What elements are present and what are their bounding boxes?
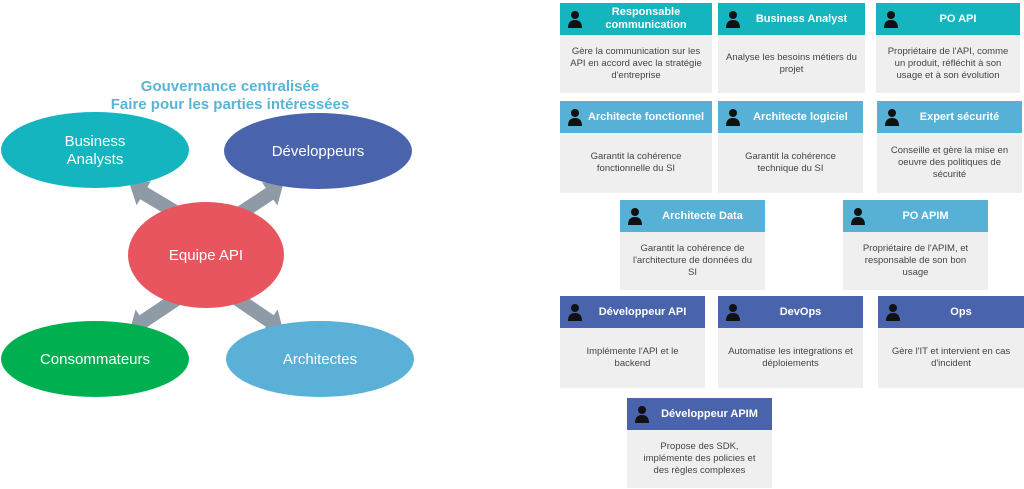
role-card-header: Développeur APIM <box>627 398 772 430</box>
role-card-header: Ops <box>878 296 1024 328</box>
person-icon <box>568 108 582 126</box>
person-icon <box>568 10 582 28</box>
role-card-header: Architecte Data <box>620 200 765 232</box>
role-card-header: PO APIM <box>843 200 988 232</box>
node-architectes-label: Architectes <box>283 351 357 368</box>
person-icon <box>886 303 900 321</box>
role-card-po-apim: PO APIM Propriétaire de l'APIM, et respon… <box>843 200 988 290</box>
role-title: Responsable communication <box>605 6 687 31</box>
role-title: Développeur APIM <box>661 407 758 420</box>
arrow-consommateurs <box>130 292 182 333</box>
role-description: Garantit la cohérence fonctionnelle du S… <box>590 151 682 174</box>
role-card-developpeur-api: Développeur API Implémente l'API et le ba… <box>560 296 705 388</box>
role-card-header: Expert sécurité <box>877 101 1022 133</box>
node-consommateurs: Consommateurs <box>1 321 189 397</box>
title-line-1: Gouvernance centralisée <box>140 78 320 95</box>
role-title: Architecte logiciel <box>753 110 848 123</box>
node-equipe-api-shape <box>128 202 284 308</box>
role-card-po-api: PO API Propriétaire de l'API, comme un pr… <box>876 3 1020 93</box>
role-title: PO APIM <box>902 209 949 222</box>
role-card-header: Développeur API <box>560 296 705 328</box>
person-icon <box>851 207 865 225</box>
role-card-header: Architecte fonctionnel <box>560 101 712 133</box>
person-icon <box>568 303 582 321</box>
node-equipe-api-label: Equipe API <box>169 247 243 264</box>
person-icon <box>885 108 899 126</box>
role-title: Expert sécurité <box>919 110 1000 123</box>
role-title: Développeur API <box>598 305 687 318</box>
role-description: Garantit la cohérence de l'architecture … <box>632 243 753 278</box>
node-architectes-shape <box>226 321 414 397</box>
node-developpeurs-shape <box>224 113 412 189</box>
role-description: Gère l'IT et intervient en cas d'inciden… <box>891 346 1011 369</box>
role-card-header: Architecte logiciel <box>718 101 863 133</box>
node-business-analysts-label: Business <box>65 133 126 150</box>
person-icon <box>635 405 649 423</box>
role-description: Gère la communication sur les API en acc… <box>570 46 702 81</box>
role-title: Architecte Data <box>662 209 743 222</box>
node-developpeurs: Développeurs <box>224 113 412 189</box>
role-description: Propose des SDK, implémente des policies… <box>643 441 756 476</box>
node-equipe-api: Equipe API <box>128 202 284 308</box>
role-description: Propriétaire de l'APIM, et responsable d… <box>862 243 969 278</box>
role-description: Propriétaire de l'API, comme un produit,… <box>887 46 1009 81</box>
node-consommateurs-label: Consommateurs <box>40 351 150 368</box>
role-description: Garantit la cohérence technique du SI <box>745 151 836 174</box>
arrow-architectes <box>232 292 283 333</box>
title-line-2: Faire pour les parties intéressées <box>110 96 350 113</box>
role-title: Business Analyst <box>755 12 848 25</box>
role-title: Architecte fonctionnel <box>587 110 705 123</box>
person-icon <box>726 10 740 28</box>
role-title: DevOps <box>779 305 822 318</box>
person-icon <box>726 303 740 321</box>
role-card-header: Business Analyst <box>718 3 865 35</box>
role-description: Conseille et gère la mise en oeuvre des … <box>890 145 1009 180</box>
person-icon <box>884 10 898 28</box>
node-consommateurs-shape <box>1 321 189 397</box>
role-card-header: Responsable communication <box>560 3 712 35</box>
role-description: Analyse les besoins métiers du projet <box>726 52 857 75</box>
role-description: Implémente l'API et le backend <box>586 346 679 369</box>
node-business-analysts-label: Analysts <box>67 151 124 168</box>
role-card-developpeur-apim: Développeur APIM Propose des SDK, impléme… <box>627 398 772 488</box>
role-title: PO API <box>939 12 977 25</box>
node-developpeurs-label: Développeurs <box>272 143 365 160</box>
role-title: Ops <box>950 305 972 318</box>
person-icon <box>726 108 740 126</box>
node-business-analysts-shape <box>1 112 189 188</box>
role-card-header: DevOps <box>718 296 863 328</box>
role-description: Automatise les integrations et déploieme… <box>728 346 853 369</box>
node-architectes: Architectes <box>226 321 414 397</box>
role-card-header: PO API <box>876 3 1020 35</box>
person-icon <box>628 207 642 225</box>
